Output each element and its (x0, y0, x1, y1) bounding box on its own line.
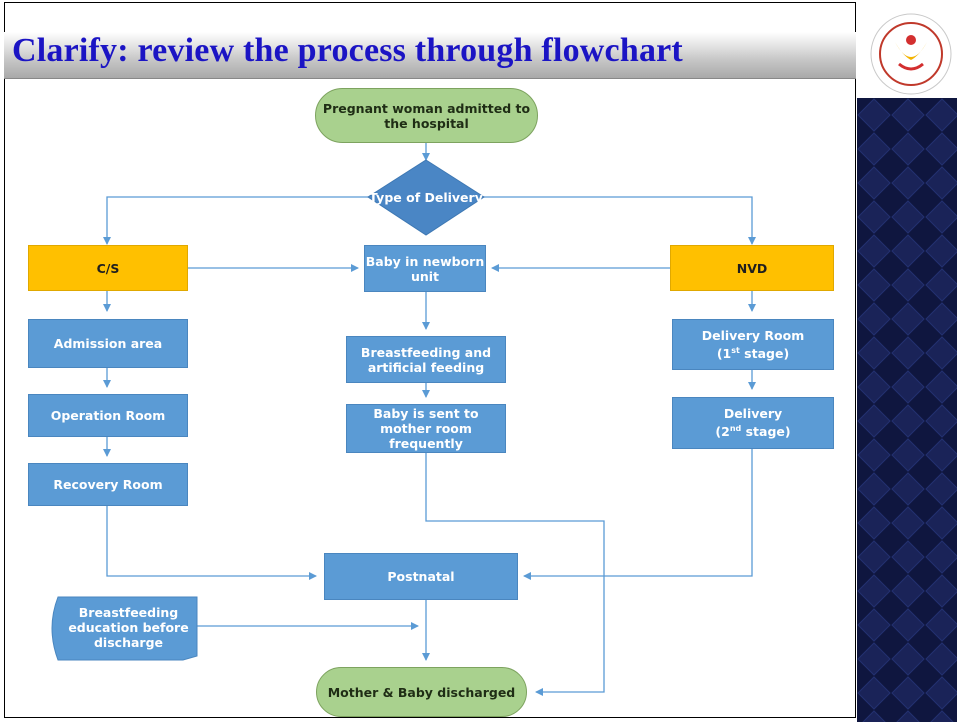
delivery-room-title: Delivery Room (701, 327, 805, 343)
end-terminal: Mother & Baby discharged (316, 667, 527, 717)
delivery-title: Delivery (723, 406, 783, 422)
newborn-unit-box: Baby in newborn unit (364, 245, 486, 292)
side-pattern-panel (857, 98, 957, 722)
delivery-stage: (2nd stage) (715, 424, 791, 440)
admission-area-box: Admission area (28, 319, 188, 368)
delivery-room-stage: (1st stage) (716, 345, 790, 362)
cs-branch: C/S (28, 245, 188, 291)
decision-label: Type of Delivery (369, 189, 483, 205)
hospital-logo-icon (869, 12, 953, 96)
nvd-branch: NVD (670, 245, 834, 291)
feeding-box: Breastfeeding and artificial feeding (346, 336, 506, 383)
title-band (4, 32, 856, 79)
title-bar: Clarify: review the process through flow… (4, 2, 856, 90)
postnatal-box: Postnatal (324, 553, 518, 600)
slide-title: Clarify: review the process through flow… (12, 32, 683, 69)
operation-room-box: Operation Room (28, 394, 188, 437)
recovery-room-box: Recovery Room (28, 463, 188, 506)
start-terminal: Pregnant woman admitted to the hospital (315, 88, 538, 143)
education-document: Breastfeeding education before discharge (68, 604, 189, 650)
delivery-room-box: Delivery Room (1st stage) (672, 319, 834, 370)
baby-sent-box: Baby is sent to mother room frequently (346, 404, 506, 453)
delivery-box: Delivery (2nd stage) (672, 397, 834, 449)
